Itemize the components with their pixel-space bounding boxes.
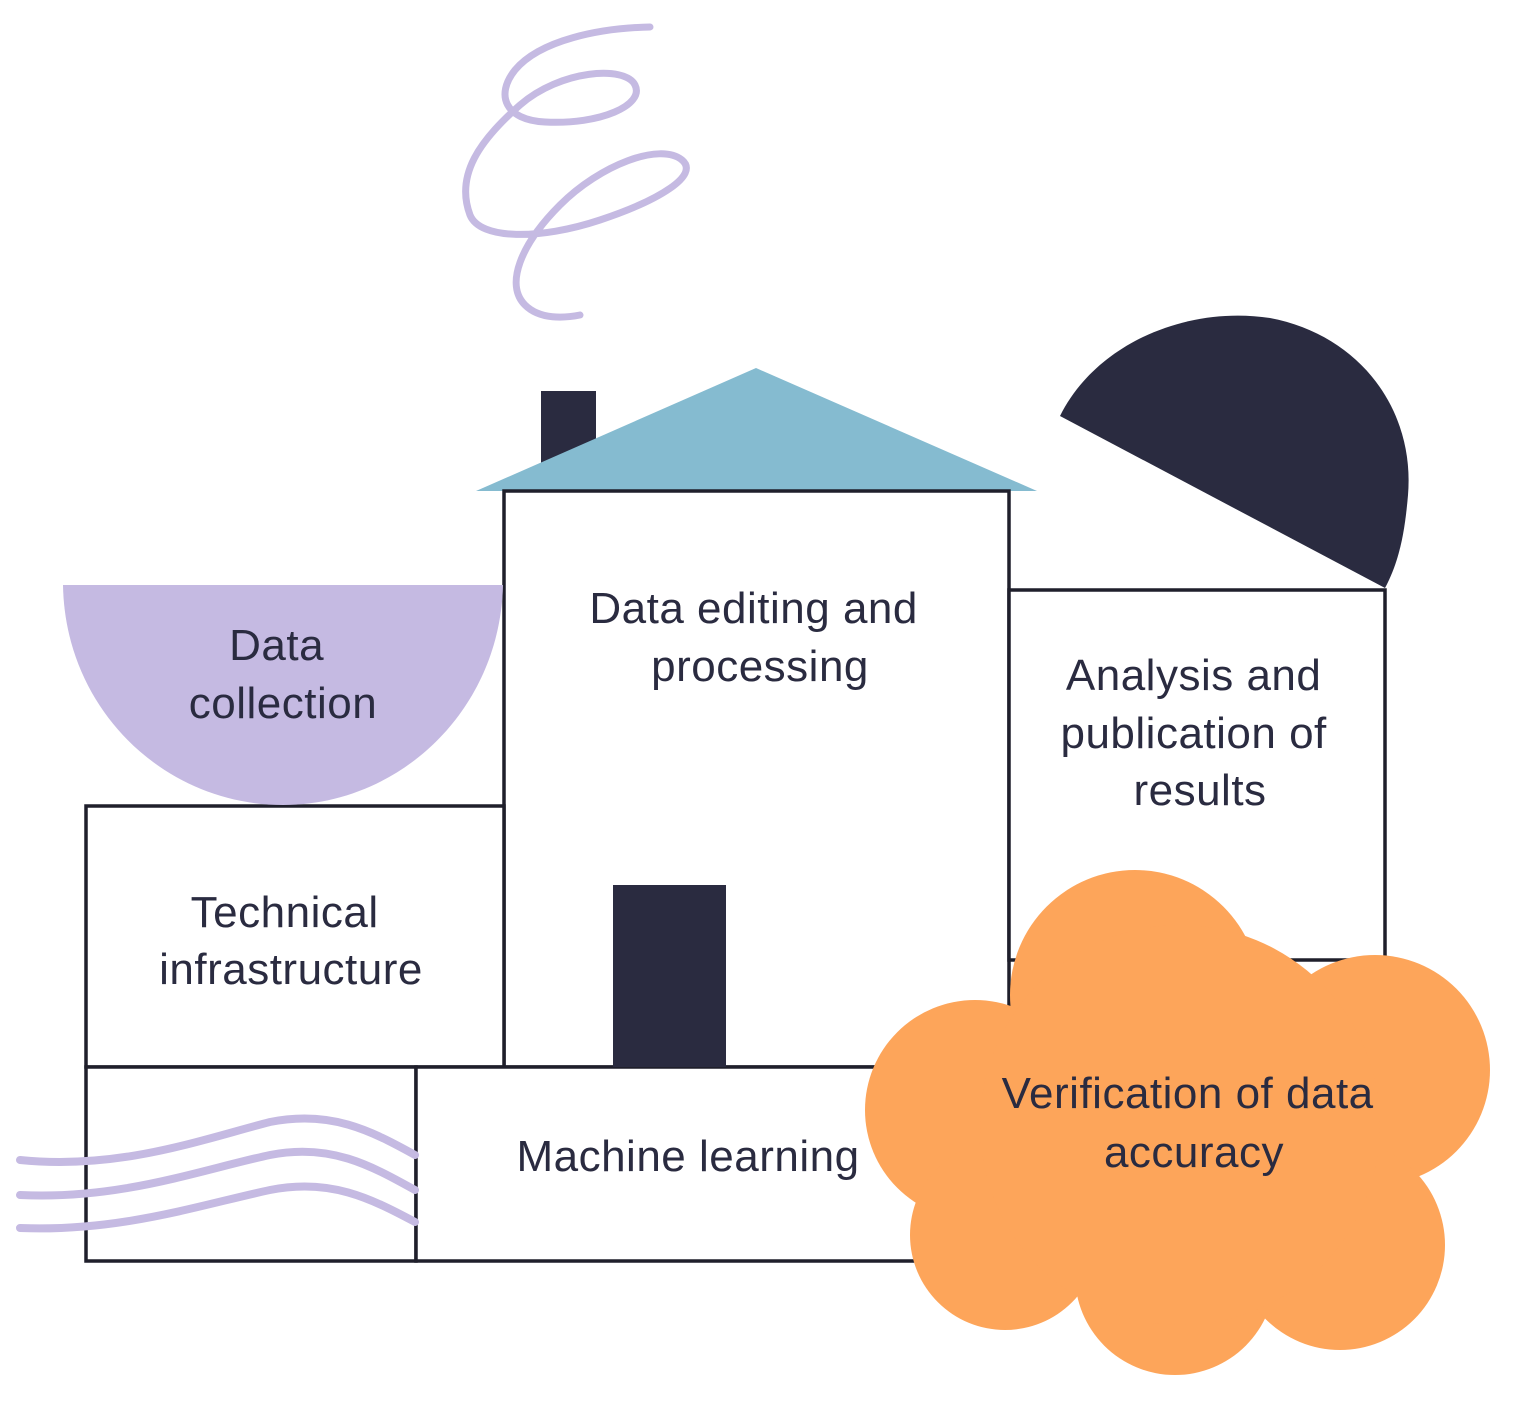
label-verification: Verification of data accuracy [1002,1069,1387,1177]
label-data-collection-line2: collection [189,679,377,728]
label-analysis-line2: publication of [1060,709,1327,758]
roof [476,368,1037,491]
smoke-swirl [462,23,690,321]
label-data-editing-line1: Data editing and [589,584,917,633]
wave-line-3 [16,1182,419,1233]
label-verification-line1: Verification of data [1002,1069,1374,1118]
label-analysis: Analysis and publication of results [1060,651,1339,815]
label-technical-line2: infrastructure [159,945,423,994]
label-analysis-line1: Analysis and [1066,651,1321,700]
data-collection-bowl [63,585,503,805]
block-machine-learning [414,1065,938,1263]
label-verification-line2: accuracy [1104,1128,1284,1177]
label-data-editing: Data editing and processing [589,584,930,691]
label-technical: Technical infrastructure [159,888,423,994]
wave-lines [16,1114,419,1233]
block-data-editing [502,489,1011,1069]
wave-line-2 [16,1147,419,1200]
verification-cloud [865,870,1490,1375]
label-data-collection: Data collection [189,621,377,728]
label-technical-line1: Technical [191,888,379,937]
half-circle-shape [1060,315,1409,588]
label-analysis-line3: results [1133,766,1266,815]
label-data-collection-line1: Data [229,621,324,670]
label-machine-learning-line1: Machine learning [516,1132,859,1181]
door [613,885,726,1067]
label-data-editing-line2: processing [651,642,869,691]
wave-line-1 [16,1114,419,1166]
label-machine-learning: Machine learning [516,1132,859,1181]
